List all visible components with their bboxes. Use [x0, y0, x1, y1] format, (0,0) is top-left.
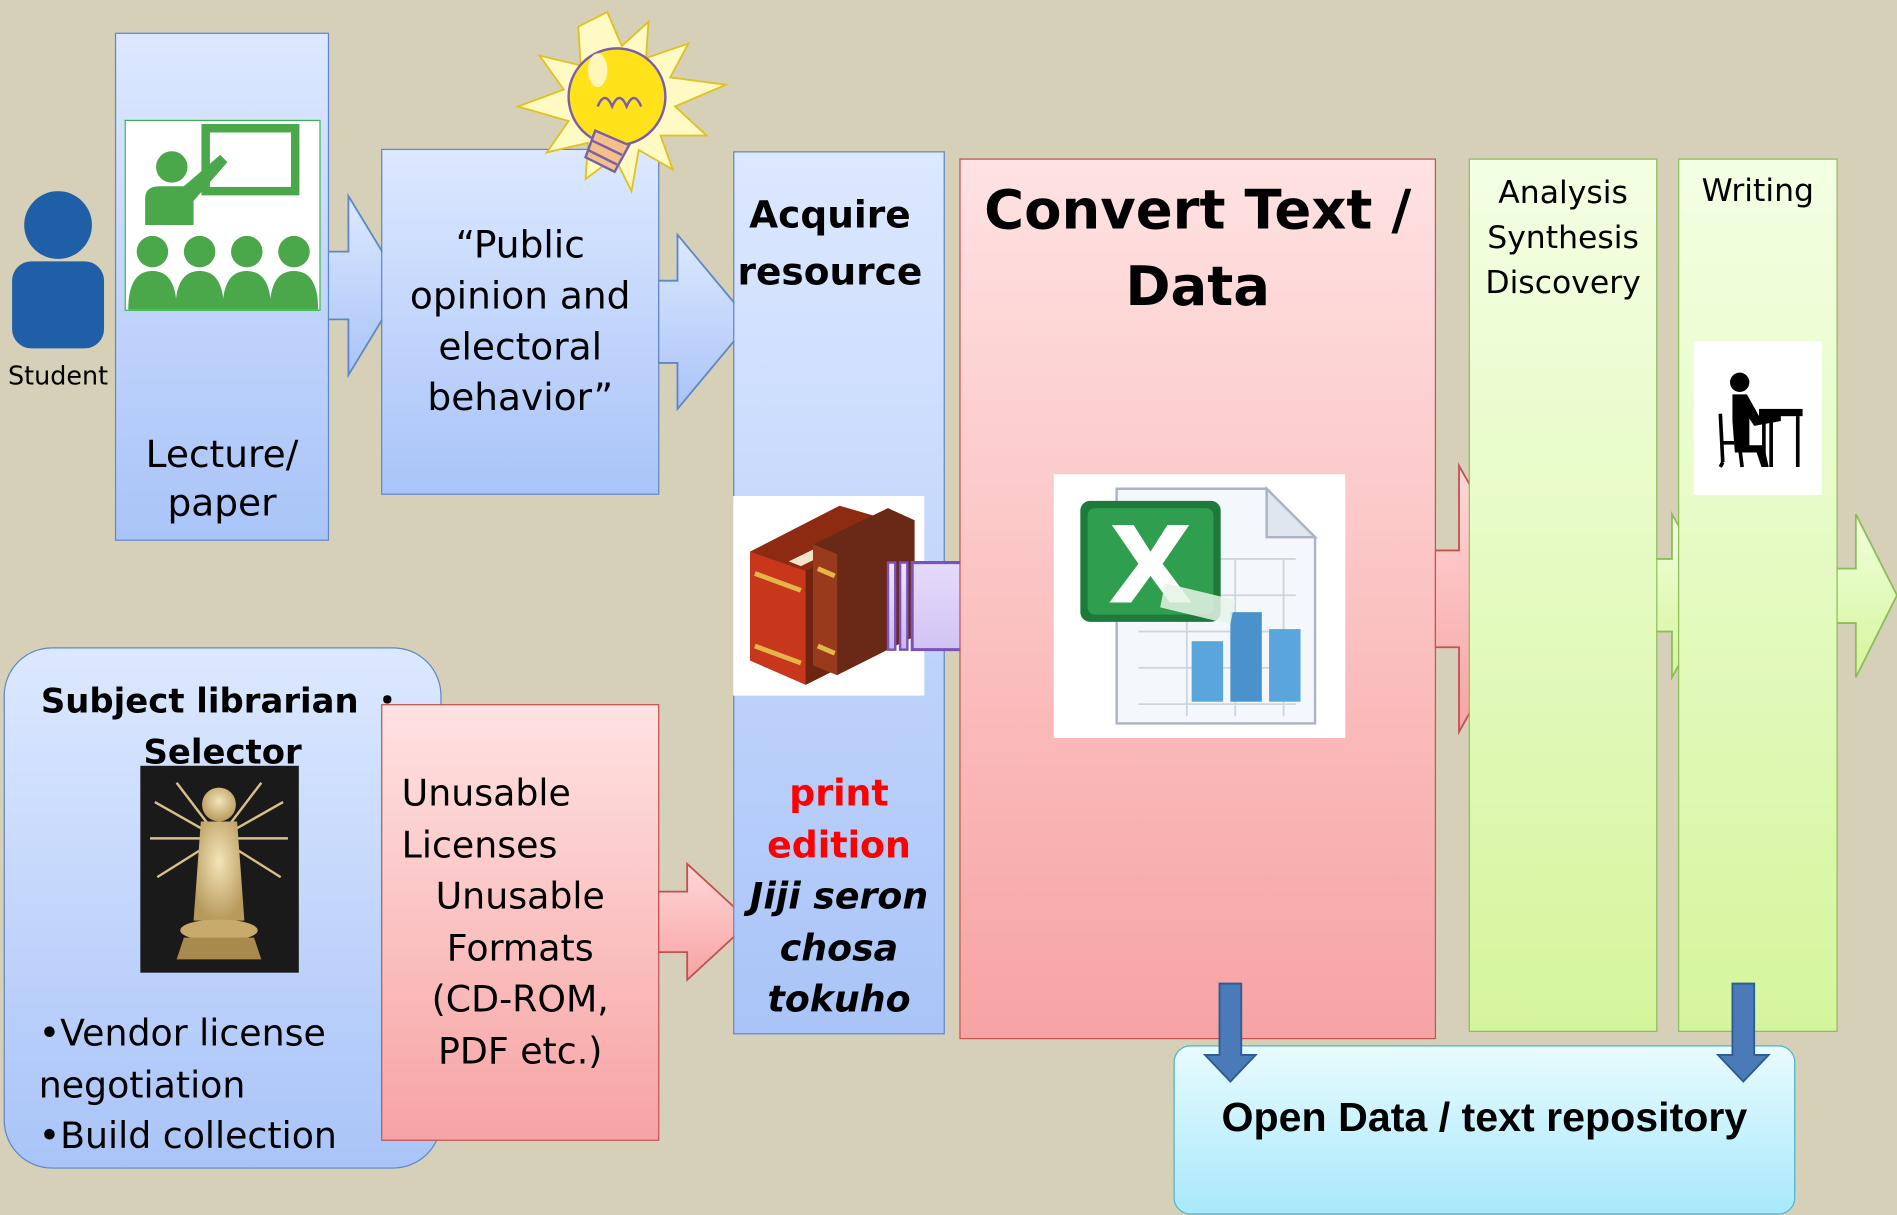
writing-label: Writing: [1701, 173, 1815, 210]
kannon-statue-frame: [140, 765, 299, 973]
flow-arrow-lecture-to-topic: [325, 192, 404, 379]
unusable-line5: (CD-ROM,: [431, 978, 609, 1022]
topic-line1: “Public: [455, 223, 585, 268]
jiji-line1: Jiji seron: [749, 875, 929, 919]
topic-box: [381, 148, 660, 495]
person-icon: [12, 191, 105, 349]
jiji-line2: chosa: [779, 927, 899, 970]
flow-arrow-unusable-to-print: [657, 861, 752, 983]
jiji-title: Jiji seron chosa tokuho: [733, 872, 945, 1027]
print-line2: edition: [767, 824, 911, 867]
unusable-line4: Formats: [446, 927, 594, 970]
down-arrow-writing-to-repository: [1715, 982, 1771, 1083]
librarian-bullet1-line2: negotiation: [38, 1064, 246, 1107]
analysis-line2: Synthesis: [1487, 220, 1639, 257]
librarian-bullet1-line1: •Vendor license: [38, 1012, 326, 1055]
excel-chart-icon: [1080, 485, 1318, 725]
topic-line3: electoral: [438, 325, 603, 370]
kannon-statue-image: [150, 782, 288, 960]
analysis-line3: Discovery: [1485, 264, 1641, 302]
excel-icon-frame: [1053, 474, 1346, 738]
analysis-line1: Analysis: [1498, 175, 1628, 212]
lecture-label: Lecture/ paper: [115, 431, 329, 529]
lecture-label-line2: paper: [167, 481, 277, 526]
librarian-bullet2: •Build collection: [38, 1115, 337, 1159]
repository-box: [1173, 1045, 1796, 1215]
jiji-line3: tokuho: [767, 978, 911, 1022]
unusable-formats: Unusable Formats (CD-ROM, PDF etc.): [381, 872, 659, 1078]
down-arrow-convert-to-repository: [1202, 982, 1258, 1083]
convert-line2: Data: [1125, 254, 1271, 319]
analysis-box: [1468, 158, 1658, 1032]
unusable-line2: Licenses: [401, 824, 558, 867]
unusable-box: [381, 704, 660, 1141]
librarian-title-line1: Subject librarian ・: [40, 681, 405, 722]
writer-at-desk-icon: [1718, 372, 1803, 468]
repository-label: Open Data / text repository: [1221, 1094, 1748, 1141]
lightbulb-icon: [514, 10, 730, 195]
topic-label: “Public opinion and electoral behavior”: [381, 220, 659, 424]
topic-line4: behavior”: [427, 376, 614, 421]
acquire-line2: resource: [737, 250, 923, 295]
acquire-label: Acquire resource: [733, 188, 927, 302]
topic-line2: opinion and: [409, 274, 631, 319]
flow-arrow-writing-out: [1835, 513, 1897, 678]
librarian-bullets: •Vendor license negotiation •Build colle…: [39, 1009, 337, 1164]
unusable-line3: Unusable: [435, 875, 605, 919]
writing-box: [1677, 158, 1838, 1032]
acquire-line1: Acquire: [749, 193, 911, 238]
librarian-title-line2: Selector: [143, 731, 302, 772]
analysis-label: Analysis Synthesis Discovery: [1469, 172, 1658, 306]
classroom-icon: [128, 124, 319, 310]
unusable-line6: PDF etc.): [437, 1030, 603, 1073]
print-line1: print: [789, 773, 889, 816]
flow-arrow-topic-to-acquire: [657, 232, 752, 412]
lecture-label-line1: Lecture/: [145, 433, 299, 477]
convert-title: Convert Text / Data: [959, 172, 1436, 324]
librarian-title: Subject librarian ・ Selector: [4, 676, 442, 778]
convert-line1: Convert Text /: [984, 177, 1412, 242]
unusable-labels: Unusable Licenses: [402, 769, 571, 872]
classroom-icon-frame: [124, 119, 321, 311]
unusable-line1: Unusable: [401, 773, 571, 816]
writer-icon-frame: [1693, 341, 1822, 495]
print-edition-label: print edition: [733, 769, 945, 872]
books-icon: [750, 505, 915, 685]
student-label: Student: [8, 361, 109, 391]
